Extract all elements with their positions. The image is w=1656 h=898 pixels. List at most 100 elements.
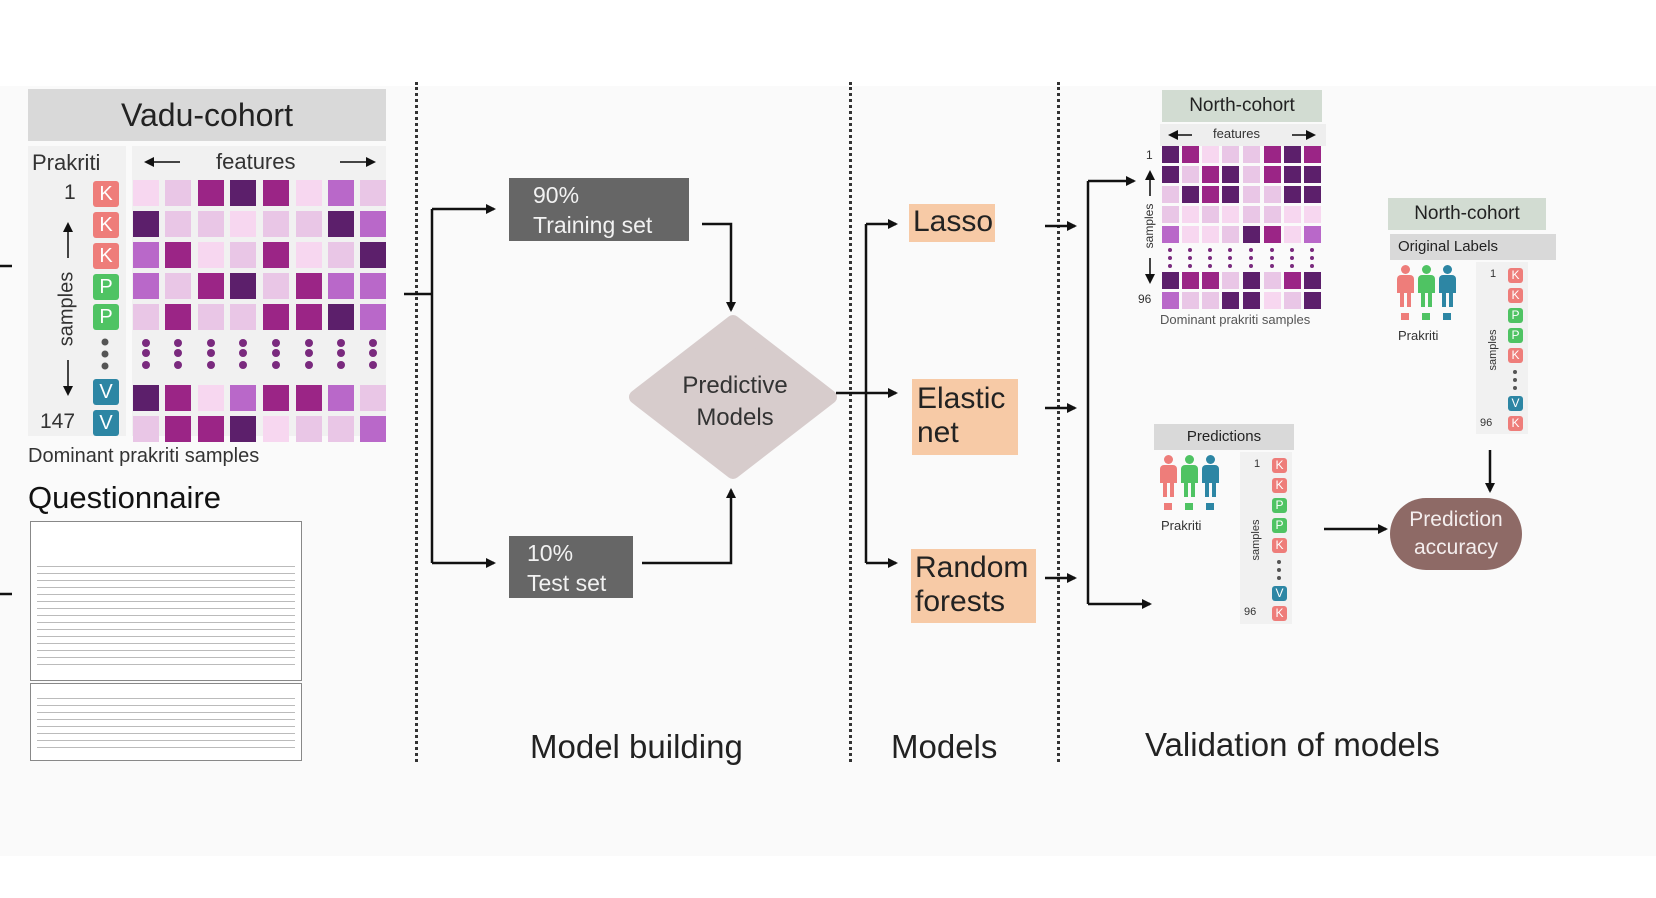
form-row-line — [37, 698, 295, 699]
heatmap-cell — [1162, 292, 1179, 309]
north-cohort-title: North-cohort — [1162, 90, 1322, 122]
heatmap-cell — [328, 211, 354, 237]
ellipsis-dot — [272, 361, 280, 369]
ellipsis-dot — [239, 339, 247, 347]
heatmap-cell — [165, 416, 191, 442]
heatmap-cell — [198, 385, 224, 411]
ellipsis-dot — [1309, 263, 1315, 269]
original-legend-label: Prakriti — [1398, 328, 1439, 343]
ellipsis-dot — [1309, 247, 1315, 253]
heatmap-cell — [198, 273, 224, 299]
heatmap-cell — [230, 385, 256, 411]
heatmap-cell — [230, 211, 256, 237]
heatmap-cell — [198, 180, 224, 206]
heatmap-cell — [360, 273, 386, 299]
form-row-line — [37, 712, 295, 713]
person-icon — [1201, 455, 1220, 511]
section-divider — [849, 82, 852, 762]
heatmap-cell — [296, 416, 322, 442]
ellipsis-dot — [369, 361, 377, 369]
prakriti-label-badge: P — [1272, 498, 1287, 513]
ellipsis-dot — [337, 361, 345, 369]
person-icon — [1417, 265, 1436, 321]
heatmap-cell — [296, 273, 322, 299]
questionnaire-form-2 — [30, 683, 302, 761]
ellipsis-dot — [1309, 255, 1315, 261]
ellipsis-dot — [1513, 370, 1517, 374]
predictions-legend-label: Prakriti — [1161, 518, 1202, 533]
prakriti-label-badge: K — [93, 181, 119, 207]
prakriti-label-badge: K — [1272, 458, 1287, 473]
heatmap-cell — [230, 273, 256, 299]
random-forests-box: Random forests — [911, 549, 1036, 623]
heatmap-cell — [1284, 146, 1301, 163]
form-row-line — [37, 705, 295, 706]
heatmap-cell — [1264, 292, 1281, 309]
ellipsis-dot — [239, 361, 247, 369]
heatmap-cell — [1202, 206, 1219, 223]
heatmap-cell — [360, 211, 386, 237]
heatmap-cell — [1304, 226, 1321, 243]
ellipsis-dot — [207, 361, 215, 369]
prakriti-label-badge: P — [93, 274, 119, 300]
form-row-line — [37, 664, 295, 665]
heatmap-cell — [165, 211, 191, 237]
heatmap-cell — [230, 180, 256, 206]
heatmap-cell — [1202, 166, 1219, 183]
first-sample-index: 1 — [64, 181, 76, 204]
form-row-line — [37, 629, 295, 630]
ellipsis-dot — [1248, 255, 1254, 261]
heatmap-cell — [1162, 186, 1179, 203]
north-features-label: features — [1213, 126, 1260, 141]
heatmap-cell — [360, 180, 386, 206]
elastic-label-1: Elastic — [917, 382, 1006, 415]
arrow-test-to-models — [642, 488, 736, 565]
heatmap-cell — [133, 385, 159, 411]
ellipsis-dot — [369, 349, 377, 357]
heatmap-cell — [360, 416, 386, 442]
heatmap-cell — [360, 304, 386, 330]
original-first-index: 1 — [1490, 268, 1497, 280]
heatmap-cell — [328, 304, 354, 330]
heatmap-cell — [1182, 146, 1199, 163]
prakriti-label: Prakriti — [32, 150, 101, 175]
heatmap-cell — [1243, 292, 1260, 309]
training-label: Training set — [533, 212, 653, 238]
heatmap-cell — [1304, 292, 1321, 309]
predictions-title: Predictions — [1154, 424, 1294, 450]
prakriti-label-badge: K — [1508, 348, 1523, 363]
form-row-line — [37, 636, 295, 637]
form-row-line — [37, 622, 295, 623]
heatmap-cell — [296, 304, 322, 330]
heatmap-cell — [1243, 186, 1260, 203]
prakriti-label-badge: P — [93, 304, 119, 330]
rf-label-2: forests — [915, 585, 1006, 618]
training-percent: 90% — [533, 182, 580, 208]
form-row-line — [37, 587, 295, 588]
heatmap-cell — [1202, 186, 1219, 203]
heatmap-cell — [230, 416, 256, 442]
heatmap-cell — [1264, 166, 1281, 183]
predictive-models-diamond — [629, 315, 837, 479]
heatmap-cell — [296, 211, 322, 237]
prakriti-label-badge: P — [1508, 328, 1523, 343]
prakriti-label-badge: K — [1508, 416, 1523, 431]
prakriti-label-badge: P — [1272, 518, 1287, 533]
heatmap-cell — [1284, 292, 1301, 309]
person-icon — [1438, 265, 1457, 321]
questionnaire-title: Questionnaire — [28, 480, 222, 515]
section-divider — [1057, 82, 1060, 762]
heatmap-cell — [1222, 272, 1239, 289]
form-row-line — [37, 643, 295, 644]
original-labels-title: Original Labels — [1390, 234, 1556, 260]
section-divider — [415, 82, 418, 762]
heatmap-cell — [198, 242, 224, 268]
section-models: Models — [891, 728, 998, 765]
heatmap-cell — [198, 304, 224, 330]
heatmap-cell — [133, 180, 159, 206]
lasso-box: Lasso — [909, 204, 995, 242]
heatmap-cell — [328, 242, 354, 268]
vadu-caption: Dominant prakriti samples — [28, 445, 260, 467]
ellipsis-dot — [305, 361, 313, 369]
